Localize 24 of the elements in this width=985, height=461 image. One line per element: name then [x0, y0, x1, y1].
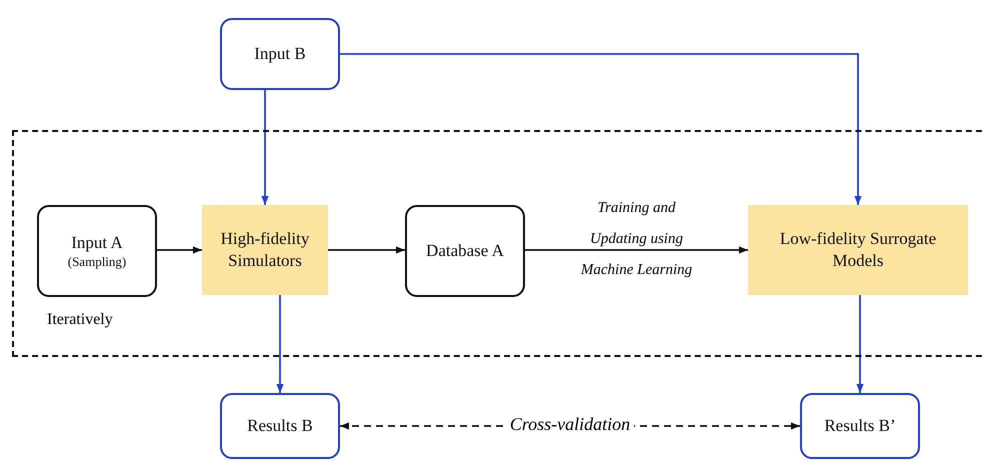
process-box	[405, 205, 525, 297]
node-label: (Sampling)	[68, 254, 126, 270]
input-box	[220, 393, 340, 459]
edge-label: Training and Updating using Machine Learning	[580, 199, 694, 280]
node-label: Low-fidelity Surrogate Models	[778, 228, 938, 272]
input-box	[800, 393, 920, 459]
arrow	[157, 246, 202, 254]
arrow	[525, 246, 748, 254]
process-box	[748, 205, 968, 295]
node-label: Results B	[247, 414, 313, 437]
arrow	[261, 90, 269, 205]
arrow	[340, 53, 862, 205]
process-box	[202, 205, 328, 295]
node-label: Database A	[426, 240, 504, 262]
arrow	[328, 246, 405, 254]
arrow	[276, 295, 284, 393]
node-caption: Iteratively	[47, 311, 113, 329]
input-box	[220, 18, 340, 90]
node-label: Input B	[254, 42, 306, 65]
process-box	[37, 205, 157, 297]
node-label: High-fidelity Simulators	[220, 228, 310, 272]
node-label: Input A	[71, 232, 123, 254]
node-label: Results B’	[824, 414, 896, 437]
arrow	[856, 295, 864, 393]
